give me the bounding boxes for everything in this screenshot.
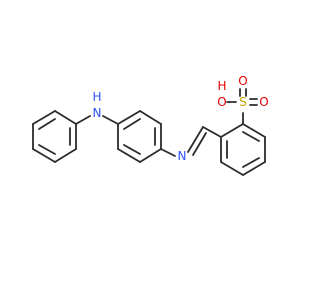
imine-linker [160, 126, 222, 157]
sulfonic-acid-group [226, 88, 258, 125]
amine-hydrogen-label: H [92, 90, 101, 104]
chemical-structure: N H N S O O O H [0, 0, 300, 300]
sulfur-label: S [239, 95, 247, 109]
canvas-background [0, 0, 300, 300]
amine-linker [75, 115, 119, 125]
sulfonic-ring [220, 123, 266, 176]
hydroxyl-oxygen-label: O [217, 95, 226, 109]
imine-nitrogen-label: N [178, 149, 187, 163]
central-ring [117, 110, 162, 163]
atom-labels: N H N S O O O H [92, 74, 268, 163]
sulfonyl-oxygen-top-label: O [238, 74, 247, 88]
phenyl-ring [32, 110, 77, 163]
sulfonyl-oxygen-right-label: O [259, 95, 268, 109]
amine-nitrogen-label: N [93, 106, 102, 120]
hydroxyl-hydrogen-label: H [217, 79, 226, 93]
